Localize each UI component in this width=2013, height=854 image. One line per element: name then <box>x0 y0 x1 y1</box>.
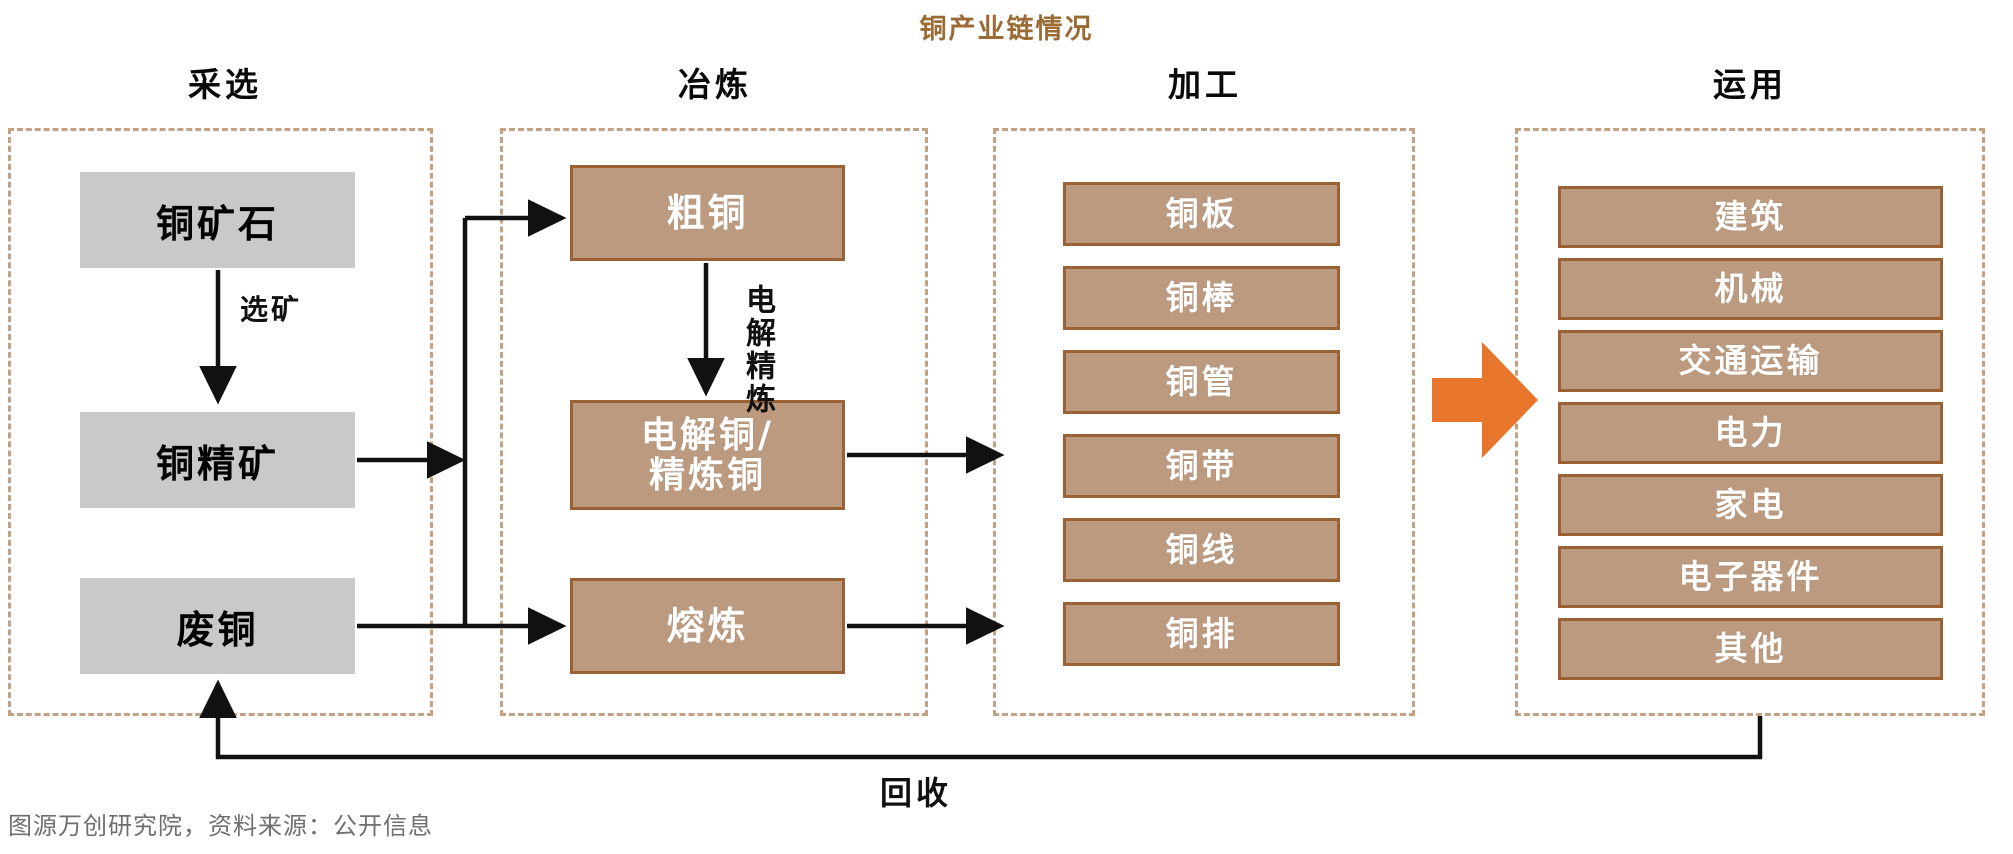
box-copper-busbar[interactable]: 铜排 <box>1063 602 1340 666</box>
box-line-1: 电解铜/ <box>640 413 775 456</box>
box-copper-rod[interactable]: 铜棒 <box>1063 266 1340 330</box>
box-electrolytic-refined-copper[interactable]: 电解铜/ 精炼铜 <box>570 400 845 510</box>
box-electronic-components[interactable]: 电子器件 <box>1558 546 1943 608</box>
box-machinery[interactable]: 机械 <box>1558 258 1943 320</box>
box-line-2: 精炼铜 <box>648 454 766 496</box>
box-copper-plate[interactable]: 铜板 <box>1063 182 1340 246</box>
stage-header-processing: 加工 <box>1168 65 1242 104</box>
box-construction[interactable]: 建筑 <box>1558 186 1943 248</box>
box-copper-ore[interactable]: 铜矿石 <box>80 172 355 268</box>
edge-label-ore-dressing: 选矿 <box>240 293 303 326</box>
box-copper-strip[interactable]: 铜带 <box>1063 434 1340 498</box>
edge-label-electrorefining: 电解精炼 <box>740 284 775 416</box>
source-note: 图源万创研究院，资料来源：公开信息 <box>8 812 433 840</box>
box-blister-copper[interactable]: 粗铜 <box>570 165 845 261</box>
box-melting[interactable]: 熔炼 <box>570 578 845 674</box>
stage-header-smelting: 冶炼 <box>678 65 752 104</box>
box-transportation[interactable]: 交通运输 <box>1558 330 1943 392</box>
box-home-appliance[interactable]: 家电 <box>1558 474 1943 536</box>
box-copper-concentrate[interactable]: 铜精矿 <box>80 412 355 508</box>
edge-label-recycle: 回收 <box>880 774 953 812</box>
page-title: 铜产业链情况 <box>919 14 1094 45</box>
box-copper-wire[interactable]: 铜线 <box>1063 518 1340 582</box>
box-scrap-copper[interactable]: 废铜 <box>80 578 355 674</box>
box-electric-power[interactable]: 电力 <box>1558 402 1943 464</box>
stage-header-application: 运用 <box>1713 65 1787 104</box>
box-others[interactable]: 其他 <box>1558 618 1943 680</box>
box-copper-tube[interactable]: 铜管 <box>1063 350 1340 414</box>
stage-header-mining: 采选 <box>188 65 262 104</box>
orange-block-arrow-icon <box>1432 342 1538 458</box>
